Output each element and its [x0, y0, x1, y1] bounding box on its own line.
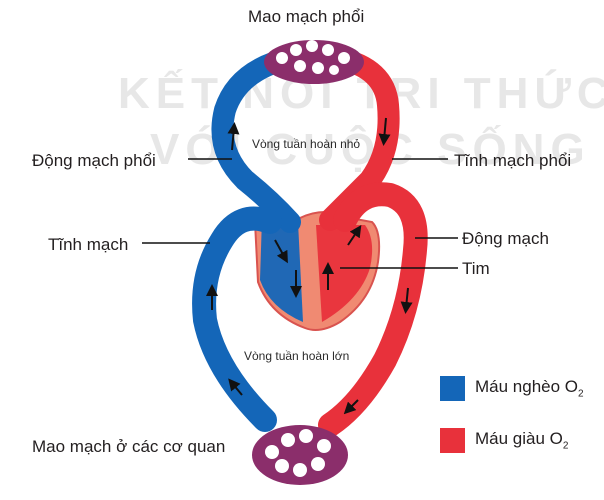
lung-capillary-network	[264, 40, 364, 84]
legend-poor-oxygen: Máu nghèo O2	[440, 376, 584, 401]
vein-vessel	[192, 206, 282, 432]
flow-arrow	[343, 399, 359, 415]
organ-capillary-network	[252, 425, 348, 485]
flow-arrow	[347, 225, 362, 246]
label-organ-capillary: Mao mạch ở các cơ quan	[32, 437, 226, 456]
label-pulmonary-artery: Động mạch phổi	[32, 151, 156, 170]
label-pulmonary-vein: Tĩnh mạch phổi	[454, 151, 572, 170]
legend-swatch-blue	[440, 376, 465, 401]
flow-arrow	[378, 117, 391, 146]
label-lung-capillary: Mao mạch phổi	[248, 7, 365, 26]
label-vein: Tĩnh mạch	[48, 235, 129, 254]
legend-text: Máu nghèo O2	[475, 377, 584, 400]
pulmonary-artery-vessel	[211, 47, 301, 233]
flow-arrow	[400, 287, 413, 314]
label-small-circuit: Vòng tuần hoàn nhỏ	[252, 137, 361, 151]
flow-arrow	[227, 122, 240, 151]
label-heart: Tim	[462, 259, 490, 278]
legend-text: Máu giàu O2	[475, 429, 569, 452]
flow-arrow	[274, 239, 288, 264]
legend-swatch-red	[440, 428, 465, 453]
label-artery: Động mạch	[462, 229, 549, 248]
heart-left-side	[316, 225, 373, 322]
legend-rich-oxygen: Máu giàu O2	[440, 428, 568, 453]
watermark-line1: KẾT NỐI TRI THỨC	[118, 69, 604, 118]
flow-arrow	[228, 378, 243, 396]
label-large-circuit: Vòng tuần hoàn lớn	[244, 349, 350, 363]
artery-vessel	[318, 182, 428, 437]
